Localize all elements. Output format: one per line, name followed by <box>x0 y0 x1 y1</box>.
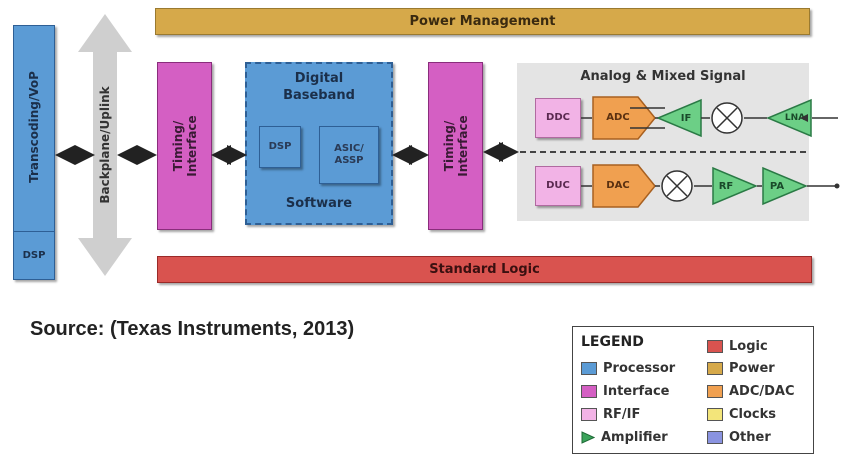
ddc-block: DDC <box>535 98 581 138</box>
transcoding-block: Transcoding/VoP DSP <box>13 25 55 280</box>
power-management-bar: Power Management <box>155 8 810 35</box>
legend-swatch-power <box>707 362 723 375</box>
rx-mixer-icon <box>711 102 743 134</box>
legend-item-logic: Logic <box>707 339 768 354</box>
digital-baseband-block: Digital Baseband DSP ASIC/ ASSP Software <box>245 62 393 225</box>
legend-item-clocks: Clocks <box>707 407 776 422</box>
standard-logic-bar: Standard Logic <box>157 256 812 283</box>
timing-interface-left: Timing/ Interface <box>157 62 212 230</box>
analog-separator <box>500 151 810 153</box>
legend-item-power: Power <box>707 361 775 376</box>
legend-title: LEGEND <box>581 334 644 350</box>
legend-item-processor: Processor <box>581 361 675 376</box>
legend-swatch-processor <box>581 362 597 375</box>
if-label: IF <box>680 113 692 124</box>
baseband-dsp-block: DSP <box>259 126 301 168</box>
asic-assp-block: ASIC/ ASSP <box>319 126 379 184</box>
legend-swatch-logic <box>707 340 723 353</box>
standard-logic-label: Standard Logic <box>429 262 540 277</box>
legend-item-interface: Interface <box>581 384 670 399</box>
source-caption: Source: (Texas Instruments, 2013) <box>30 318 355 340</box>
duc-block: DUC <box>535 166 581 206</box>
pa-label: PA <box>769 181 785 192</box>
legend: LEGEND Processor Interface RF/IF Amplifi… <box>572 326 814 454</box>
connector-arrows <box>55 107 840 189</box>
dac-label: DAC <box>606 180 630 191</box>
dac-shape <box>592 164 656 208</box>
rf-label: RF <box>718 181 734 192</box>
adc-label: ADC <box>606 112 630 123</box>
legend-item-adcdac: ADC/DAC <box>707 384 795 399</box>
pa-amplifier-icon <box>762 166 808 206</box>
lna-label: LNA <box>784 113 806 123</box>
legend-swatch-clocks <box>707 408 723 421</box>
legend-item-rfif: RF/IF <box>581 407 640 422</box>
amplifier-triangle-icon <box>581 431 595 444</box>
lna-amplifier-icon <box>766 98 812 138</box>
backplane-arrow <box>78 14 132 276</box>
digital-baseband-title: Digital Baseband <box>283 71 355 103</box>
power-management-label: Power Management <box>409 14 556 29</box>
analog-title: Analog & Mixed Signal <box>580 69 746 84</box>
legend-swatch-adcdac <box>707 385 723 398</box>
legend-swatch-interface <box>581 385 597 398</box>
rf-amplifier-icon <box>712 166 758 206</box>
legend-swatch-rfif <box>581 408 597 421</box>
transcoding-dsp: DSP <box>14 231 54 279</box>
software-label: Software <box>285 196 353 211</box>
legend-item-other: Other <box>707 430 771 445</box>
legend-swatch-other <box>707 431 723 444</box>
legend-item-amplifier: Amplifier <box>581 430 668 445</box>
tx-mixer-icon <box>661 170 693 202</box>
